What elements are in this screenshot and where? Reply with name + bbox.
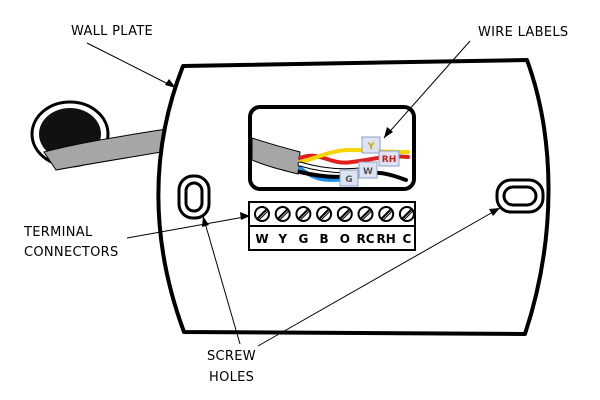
callout-screw-line2: HOLES [209,370,254,385]
terminal-label-rc: RC [356,232,374,246]
arrowhead-terminal [240,212,250,220]
screw-hole-right [495,178,545,214]
terminal-label-o: O [340,232,350,246]
terminal-screw-o [336,206,353,222]
callout-wire-labels: WIRE LABELS [478,25,568,40]
screw-hole-left [177,174,211,220]
callout-wall-plate: WALL PLATE [71,24,153,39]
callout-terminal-line1: TERMINAL [23,225,93,240]
terminal-label-c: C [402,232,411,246]
terminal-screw-y [274,206,291,222]
svg-text:Y: Y [367,142,375,152]
terminal-label-b: B [320,232,329,246]
terminal-label-w: W [255,232,268,246]
callout-screw-line1: SCREW [207,349,256,364]
terminal-screw-rh [378,206,395,222]
leader-lines [86,40,501,347]
wire-tag-yellow: Y [361,136,381,154]
terminal-screw-rc [357,206,374,222]
callout-terminal-line2: CONNECTORS [24,245,119,260]
arrowhead-screw-right [489,208,500,216]
terminal-screw-b [316,206,333,222]
wire-tag-white: W [358,161,378,179]
leader-screw-left [202,215,241,345]
arrowhead-wall-plate [165,79,176,88]
terminal-screw-c [398,206,415,222]
wire-tag-green: G [339,169,359,187]
terminal-label-rh: RH [377,232,396,246]
wire-tag-red: RH [378,150,400,167]
leader-screw-right [257,207,501,347]
cable-jacket [251,137,301,175]
wall-plate [156,58,551,336]
terminal-screws [254,206,415,222]
terminal-label-g: G [298,232,308,246]
leader-wire-labels [383,40,471,139]
svg-text:RH: RH [382,155,396,165]
arrowhead-screw-left [202,216,209,227]
leader-wall-plate [86,42,177,89]
terminal-screw-g [295,206,312,222]
svg-text:G: G [345,175,352,185]
terminal-label-y: Y [277,232,287,246]
arrowhead-wire-labels [384,127,393,138]
leader-terminal [126,215,251,239]
svg-text:W: W [363,167,373,177]
terminal-screw-w [254,206,270,222]
